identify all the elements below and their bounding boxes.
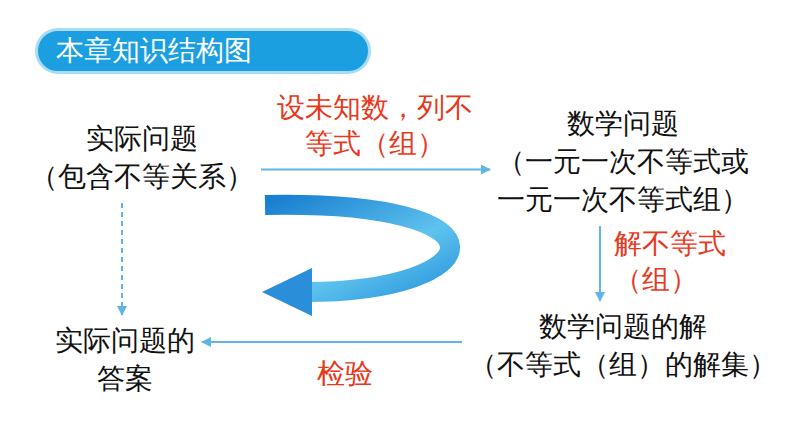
- title-tab: 本章知识结构图: [35, 28, 371, 74]
- text-node: 数学问题的解（不等式（组）的解集）: [463, 308, 783, 384]
- node-text: 实际问题的 答案: [50, 322, 200, 398]
- node-text: （包含不等关系）: [22, 158, 262, 196]
- node-text: 数学问题的解: [463, 308, 783, 346]
- edge-label: 检验: [305, 356, 385, 392]
- text-node: 数学问题（一元一次不等式或 一元一次不等式组）: [492, 105, 754, 219]
- node-text: （不等式（组）的解集）: [463, 346, 783, 384]
- node-text: 实际问题: [22, 120, 262, 158]
- flow-arrow: [599, 226, 601, 301]
- edge-label: 解不等式（组）: [614, 226, 734, 298]
- flow-arrow: [261, 168, 490, 170]
- flow-arrow: [202, 341, 462, 343]
- cycle-head: [262, 268, 312, 316]
- dashed-arrow: [121, 203, 123, 315]
- node-text: （一元一次不等式或 一元一次不等式组）: [492, 143, 754, 219]
- edge-label: 设未知数，列不等式（组）: [270, 90, 480, 162]
- text-node: 实际问题（包含不等关系）: [22, 120, 262, 196]
- text-node: 实际问题的 答案: [50, 322, 200, 398]
- node-text: 数学问题: [492, 105, 754, 143]
